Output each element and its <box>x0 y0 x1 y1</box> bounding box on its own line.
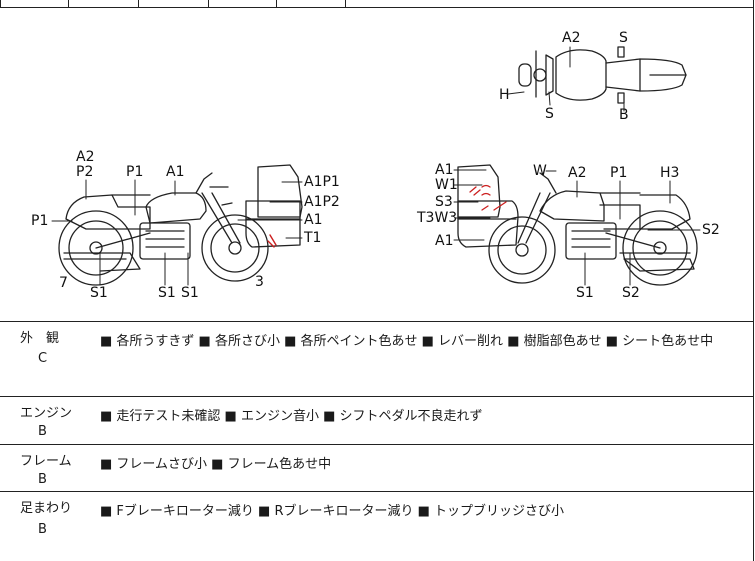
top-view-label-h: H <box>499 87 510 103</box>
left-view-label-a1: A1 <box>166 164 185 180</box>
right-view-label-p1: P1 <box>610 165 628 181</box>
condition-row-frame: フレーム B ■ フレームさび小 ■ フレーム色あせ中 <box>0 445 754 492</box>
left-view-label-a1p1: A1P1 <box>304 174 340 190</box>
condition-category: エンジン <box>20 406 73 421</box>
right-view-luggage <box>457 164 519 248</box>
right-view-damage-marks <box>469 184 507 211</box>
right-view-label-h3: H3 <box>660 165 680 181</box>
header-table-strip <box>0 0 754 8</box>
left-view-motorcycle <box>58 172 269 286</box>
right-view-label-s1: S1 <box>576 285 594 301</box>
strip-cell-divider <box>345 0 346 7</box>
right-view-label-s2-bottom: S2 <box>622 285 640 301</box>
strip-cell-divider <box>208 0 209 7</box>
condition-description: ■ 走行テスト未確認 ■ エンジン音小 ■ シフトペダル不良走れず <box>100 409 483 424</box>
condition-row-exterior: 外 観 C ■ 各所うすきず ■ 各所さび小 ■ 各所ペイント色あせ ■ レバー… <box>0 322 754 397</box>
condition-grade: B <box>38 522 47 537</box>
condition-category: 足まわり <box>20 501 73 516</box>
left-view-leaders <box>51 179 303 286</box>
left-view-label-t1: T1 <box>304 230 322 246</box>
damage-diagram: A2 S H S B A2 P2 P1 A1 P1 A1P1 A1P2 A1 T… <box>0 7 754 322</box>
right-view-label-t3w3: T3W3 <box>417 210 458 226</box>
top-view-label-s-bottom: S <box>545 106 554 122</box>
condition-category: フレーム <box>20 454 72 469</box>
condition-row-engine: エンジン B ■ 走行テスト未確認 ■ エンジン音小 ■ シフトペダル不良走れず <box>0 397 754 445</box>
right-view-label-w: W <box>533 163 547 179</box>
left-view-label-3: 3 <box>255 274 264 290</box>
left-view-luggage <box>245 164 303 248</box>
condition-row-suspension: 足まわり B ■ Fブレーキローター減り ■ Rブレーキローター減り ■ トップ… <box>0 492 754 561</box>
left-view-label-a1p2: A1P2 <box>304 194 340 210</box>
right-view-label-w1: W1 <box>435 177 458 193</box>
condition-category: 外 観 <box>20 331 60 346</box>
condition-grade: C <box>38 351 48 366</box>
strip-cell-divider <box>276 0 277 7</box>
top-view-label-a2: A2 <box>562 30 581 46</box>
right-view-leaders <box>453 169 701 286</box>
condition-grade: B <box>38 424 47 439</box>
right-view-motorcycle <box>488 172 698 286</box>
left-view-label-a2: A2 <box>76 149 95 165</box>
top-view-label-b: B <box>619 107 629 123</box>
condition-description: ■ 各所うすきず ■ 各所さび小 ■ 各所ペイント色あせ ■ レバー削れ ■ 樹… <box>100 334 714 349</box>
left-view-damage-marks <box>267 234 277 248</box>
right-view-label-a1-top: A1 <box>435 162 454 178</box>
strip-cell-divider <box>68 0 69 7</box>
left-view-label-p1-side: P1 <box>31 213 49 229</box>
condition-description: ■ フレームさび小 ■ フレーム色あせ中 <box>100 457 332 472</box>
left-view-label-s1-b: S1 <box>158 285 176 301</box>
left-view-label-a1-right: A1 <box>304 212 323 228</box>
strip-cell-divider <box>0 0 1 7</box>
top-view-leaders <box>507 46 625 112</box>
left-view-label-p1-top: P1 <box>126 164 144 180</box>
left-view-label-s1-a: S1 <box>90 285 108 301</box>
condition-grade: B <box>38 472 47 487</box>
left-view-label-p2: P2 <box>76 164 94 180</box>
strip-cell-divider <box>138 0 139 7</box>
condition-description: ■ Fブレーキローター減り ■ Rブレーキローター減り ■ トップブリッジさび小 <box>100 504 565 519</box>
top-view-motorcycle <box>518 46 687 104</box>
right-view-label-s3: S3 <box>435 194 453 210</box>
top-view-label-s-top: S <box>619 30 628 46</box>
motorcycle-drawings <box>51 46 701 286</box>
right-view-label-a2: A2 <box>568 165 587 181</box>
right-view-label-a1-bottom: A1 <box>435 233 454 249</box>
left-view-label-s1-c: S1 <box>181 285 199 301</box>
left-view-label-7: 7 <box>59 275 68 291</box>
right-view-label-s2-right: S2 <box>702 222 720 238</box>
